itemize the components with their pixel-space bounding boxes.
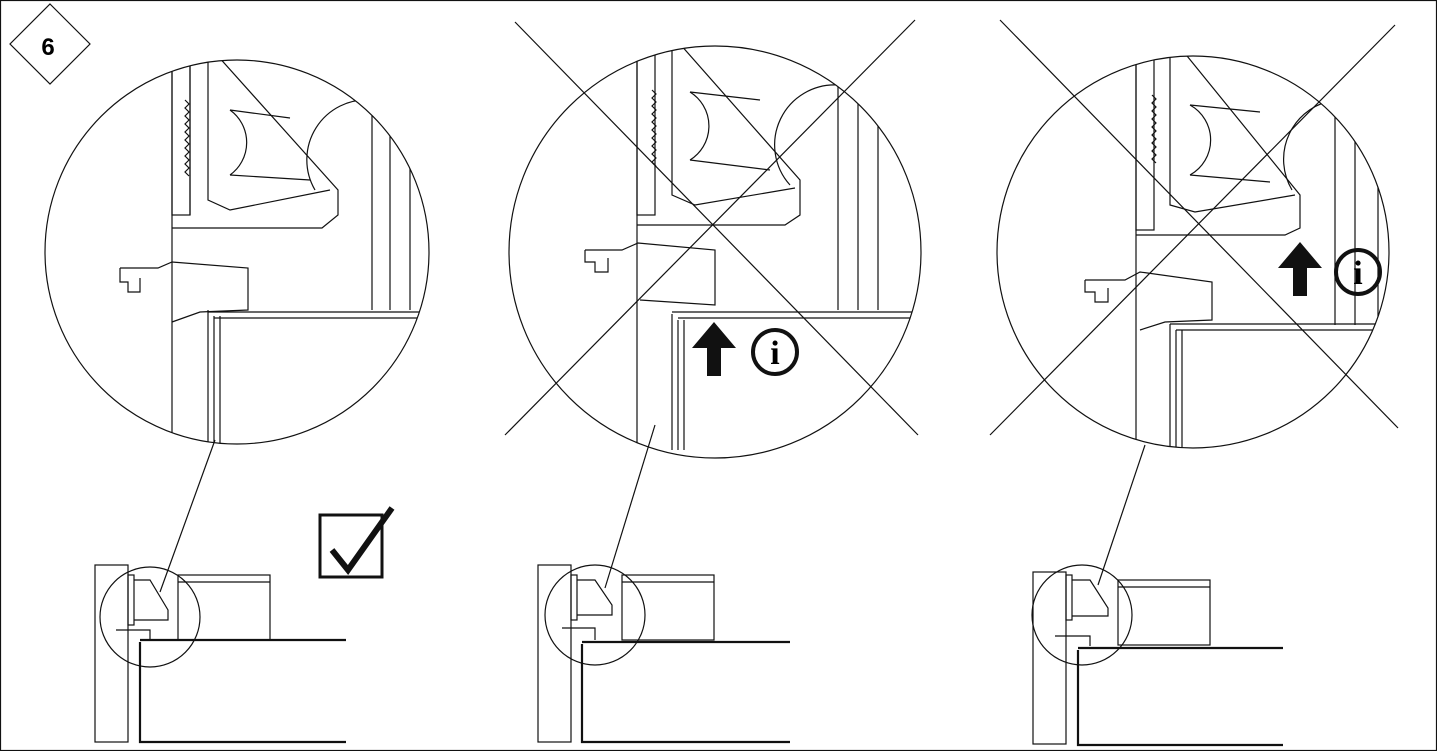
detail-view-correct [119, 60, 429, 444]
panel-correct [44, 59, 430, 744]
checkmark-icon [318, 506, 395, 579]
leader-line-correct [159, 439, 216, 593]
cross-out-icon [989, 19, 1399, 436]
overview-wrong-1 [537, 564, 790, 744]
info-glyph: i [1353, 255, 1362, 292]
step-badge: 6 [9, 3, 91, 85]
up-arrow-icon [692, 322, 736, 376]
overview-circle-wrong-2 [1031, 564, 1133, 666]
detail-circle-correct [44, 59, 430, 445]
overview-wrong-2 [1031, 564, 1283, 747]
panel-wrong-1: i [504, 19, 922, 744]
overview-correct [94, 564, 346, 744]
panel-wrong-2: i [989, 19, 1399, 747]
step-badge-diamond [9, 3, 91, 85]
overview-circle-correct [99, 566, 201, 668]
detail-view-wrong-1 [584, 46, 921, 450]
step-number: 6 [41, 34, 54, 61]
info-icon: i [751, 328, 799, 376]
detail-circle-wrong-1 [508, 45, 922, 459]
leader-line-wrong-1 [604, 424, 656, 589]
cross-out-icon [504, 19, 919, 436]
up-arrow-icon [1278, 242, 1322, 296]
info-icon: i [1334, 248, 1382, 296]
overview-circle-wrong-1 [544, 564, 646, 666]
info-glyph: i [770, 335, 779, 372]
leader-line-wrong-2 [1097, 444, 1146, 586]
detail-circle-wrong-2 [996, 55, 1390, 449]
detail-view-wrong-2 [1084, 56, 1389, 448]
